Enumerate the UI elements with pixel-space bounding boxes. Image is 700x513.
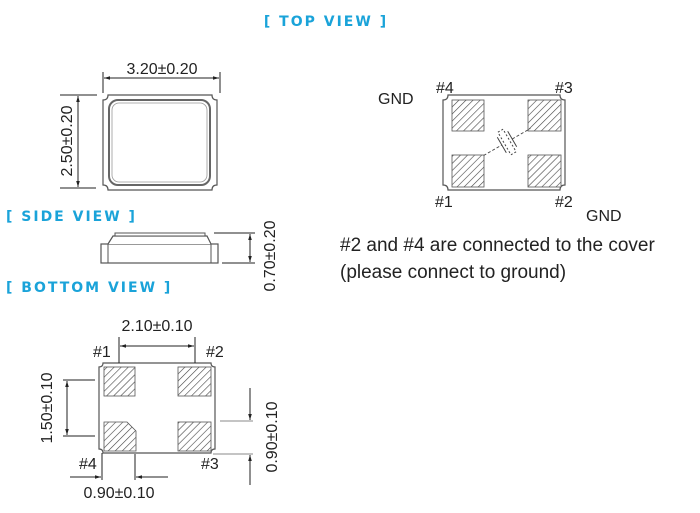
pinout-view: GND #4 #3 #1 #2 GND #2 and #4 are connec… bbox=[340, 80, 655, 283]
bottom-view-heading: [ BOTTOM VIEW ] bbox=[6, 280, 172, 296]
bottom-view: 2.10±0.10 #1 #2 #3 #4 1.50±0.10 0.90±0.1… bbox=[39, 318, 281, 502]
gnd-label-bottom: GND bbox=[586, 208, 622, 225]
side-view-heading: [ SIDE VIEW ] bbox=[6, 209, 137, 225]
pad-width-dimension: 0.90±0.10 bbox=[83, 485, 154, 502]
width-dimension: 3.20±0.20 bbox=[126, 61, 197, 78]
pad-2 bbox=[527, 154, 562, 188]
pad-1 bbox=[103, 366, 136, 397]
pin-2-label: #2 bbox=[555, 194, 573, 211]
pin-1-label: #1 bbox=[93, 344, 111, 361]
pad-height-dimension: 0.90±0.10 bbox=[264, 401, 281, 472]
package-outline bbox=[102, 94, 218, 191]
gnd-label-top: GND bbox=[378, 91, 414, 108]
pad-4 bbox=[451, 99, 485, 132]
thickness-dimension: 0.70±0.20 bbox=[262, 220, 279, 291]
pin-3-label: #3 bbox=[201, 456, 219, 473]
crystal-symbol-icon bbox=[483, 128, 531, 156]
side-lid bbox=[114, 232, 206, 237]
note-line-1: #2 and #4 are connected to the cover bbox=[340, 235, 655, 256]
side-view: 0.70±0.20 bbox=[100, 220, 279, 292]
pad-pitch-dimension: 2.10±0.10 bbox=[121, 318, 192, 335]
pad-2 bbox=[177, 366, 212, 397]
lid-inner-outline bbox=[111, 102, 208, 183]
pad-3 bbox=[527, 99, 562, 132]
side-seal-ring bbox=[107, 235, 212, 245]
pad-3 bbox=[177, 421, 212, 452]
height-dimension: 2.50±0.20 bbox=[59, 105, 76, 176]
note-line-2: (please connect to ground) bbox=[340, 262, 566, 283]
pin-1-label: #1 bbox=[435, 194, 453, 211]
pin-2-label: #2 bbox=[206, 344, 224, 361]
top-view-heading: [ TOP VIEW ] bbox=[264, 14, 388, 30]
side-base bbox=[100, 243, 219, 264]
pad-1 bbox=[451, 154, 485, 188]
pad-vertical-dimension: 1.50±0.10 bbox=[39, 372, 56, 443]
pin-4-label: #4 bbox=[79, 456, 97, 473]
pin-4-label: #4 bbox=[436, 80, 454, 97]
top-view: 3.20±0.20 2.50±0.20 bbox=[59, 61, 221, 191]
lid-outline bbox=[108, 99, 211, 186]
pin-3-label: #3 bbox=[555, 80, 573, 97]
pad-4 bbox=[103, 421, 137, 452]
